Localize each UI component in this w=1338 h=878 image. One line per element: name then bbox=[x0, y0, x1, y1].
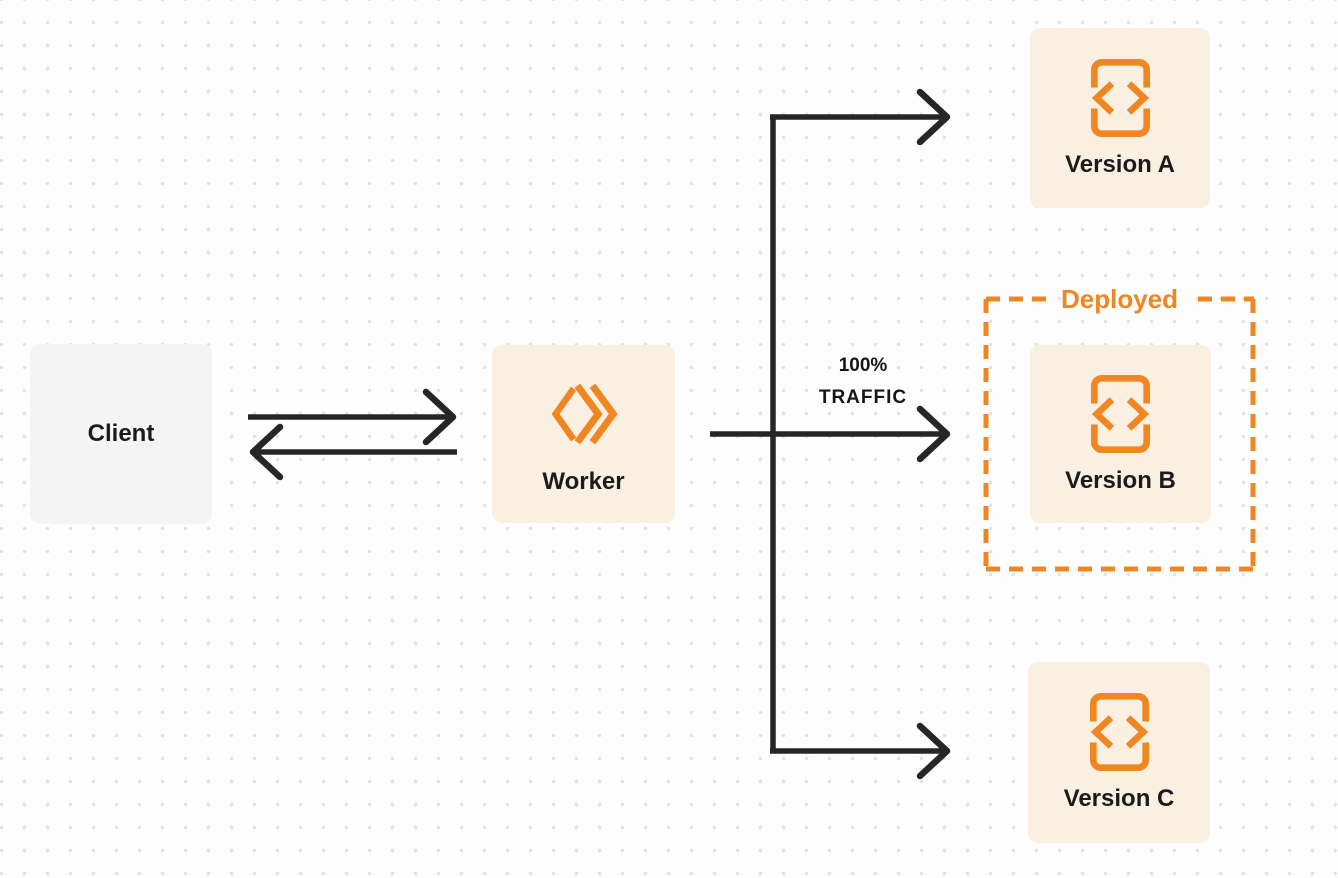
version-b-label: Version B bbox=[1065, 466, 1176, 494]
code-file-icon bbox=[1089, 58, 1151, 138]
node-version-c: Version C bbox=[1028, 662, 1210, 843]
worker-double-chevron-icon bbox=[550, 383, 618, 445]
version-c-label: Version C bbox=[1063, 785, 1175, 813]
code-file-icon bbox=[1090, 374, 1151, 454]
node-worker: Worker bbox=[492, 345, 675, 523]
client-label: Client bbox=[87, 419, 155, 447]
version-a-label: Version A bbox=[1065, 150, 1175, 178]
worker-label: Worker bbox=[542, 467, 625, 495]
traffic-word: TRAFFIC bbox=[818, 387, 908, 408]
arrow-worker-to-version-b bbox=[710, 405, 951, 463]
node-version-b: Version B bbox=[1030, 345, 1211, 523]
arrow-worker-to-client bbox=[249, 423, 457, 481]
traffic-annotation: 100% TRAFFIC bbox=[788, 350, 938, 414]
code-file-icon bbox=[1088, 692, 1150, 772]
arrow-client-to-worker bbox=[248, 388, 457, 446]
traffic-percent: 100% bbox=[838, 355, 888, 376]
node-client: Client bbox=[30, 344, 212, 524]
node-version-a: Version A bbox=[1030, 28, 1210, 208]
arrow-branch-to-version-c bbox=[770, 722, 951, 780]
deployed-group-label: Deployed bbox=[1060, 284, 1179, 314]
arrow-branch-to-version-a bbox=[770, 88, 951, 146]
